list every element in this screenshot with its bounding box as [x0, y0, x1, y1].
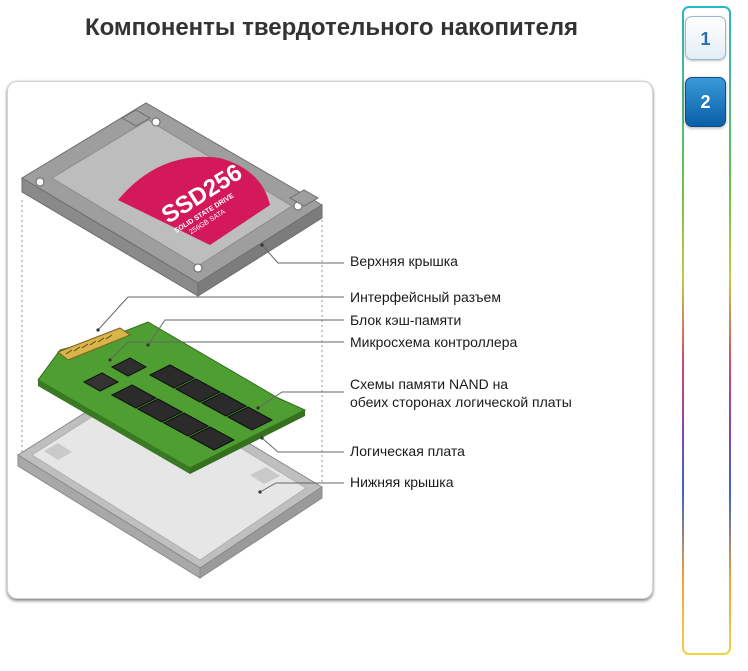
leader-logic-board [261, 437, 344, 453]
top-cover [21, 102, 323, 297]
label-cache-memory: Блок кэш-памяти [350, 312, 462, 328]
label-top-cover: Верхняя крышка [350, 253, 458, 269]
label-nand-memory: Схемы памяти NAND на [350, 376, 509, 392]
alignment-guides [21, 200, 323, 485]
bottom-cover [17, 377, 323, 579]
slide-2-button[interactable]: 2 [685, 77, 726, 127]
callout-leaders [97, 244, 344, 493]
page-title: Компоненты твердотельного накопителя [84, 14, 579, 41]
label-bottom-cover: Нижняя крышка [350, 474, 454, 490]
slide-1-button[interactable]: 1 [685, 16, 726, 60]
leader-top-cover [261, 244, 344, 264]
callout-endpoints [96, 243, 264, 494]
label-logic-board: Логическая плата [350, 443, 465, 459]
leader-nand [257, 391, 344, 409]
leader-interface-connector [97, 296, 344, 331]
leader-bottom-cover [259, 482, 344, 493]
label-interface-connector: Интерфейсный разъем [350, 289, 501, 305]
logic-board [37, 321, 307, 474]
leader-cache [147, 319, 344, 346]
leader-controller [109, 341, 344, 361]
label-controller-chip: Микросхема контроллера [350, 334, 518, 350]
drive-label-disc [118, 156, 270, 245]
label-nand-memory-line2: обеих сторонах логической платы [350, 394, 572, 410]
